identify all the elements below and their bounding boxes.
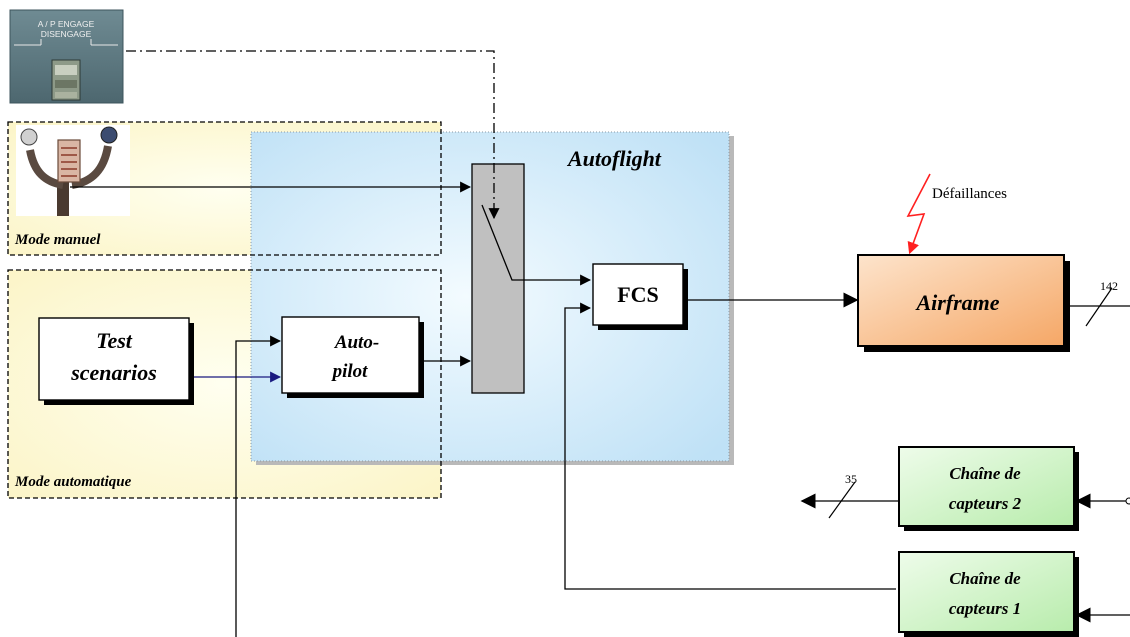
sensors1-line1: Chaîne de [949, 569, 1021, 588]
sensors2-line2: capteurs 2 [949, 494, 1022, 513]
bus-width-35: 35 [845, 472, 857, 486]
bus-width-142: 142 [1100, 279, 1118, 293]
test-scenarios-line1: Test [96, 328, 133, 353]
ap-engage-label: A / P ENGAGE [38, 19, 95, 29]
autopilot-block [281, 316, 420, 394]
bus-slash-35 [828, 481, 856, 519]
manual-mode-label: Mode manuel [14, 232, 101, 248]
sensors1-feedback-line [235, 335, 282, 637]
switch-contact [481, 204, 592, 286]
autoflight-label: Autoflight [566, 146, 662, 171]
sensors2-input-node [1125, 497, 1130, 505]
airframe-label: Airframe [914, 290, 999, 315]
control-yoke-icon [16, 125, 130, 216]
automatic-mode-label: Mode automatique [14, 474, 132, 490]
bus-slash-142 [1085, 287, 1113, 327]
ap-engage-panel: A / P ENGAGE DISENGAGE [9, 9, 124, 104]
test-scenarios-line2: scenarios [70, 360, 157, 385]
lightning-bolt-icon [906, 173, 931, 255]
sensors2-block [898, 446, 1075, 527]
mode-selector-switch [471, 163, 525, 394]
ap-engage-signal [126, 50, 500, 220]
sensors2-line1: Chaîne de [949, 464, 1021, 483]
manual-mode-border [7, 121, 442, 256]
autopilot-line1: Auto- [334, 332, 379, 353]
failures-label: Défaillances [932, 186, 1007, 202]
autopilot-line2: pilot [331, 361, 369, 382]
sensors1-to-fcs-line [564, 302, 896, 590]
automatic-mode-border [7, 269, 442, 499]
airframe-block [857, 254, 1065, 347]
sensors1-block [898, 551, 1075, 633]
fcs-label: FCS [617, 282, 659, 307]
ap-disengage-label: DISENGAGE [41, 29, 92, 39]
fcs-block [592, 263, 684, 326]
sensors1-line2: capteurs 1 [949, 599, 1021, 618]
test-scenarios-block [38, 317, 190, 401]
